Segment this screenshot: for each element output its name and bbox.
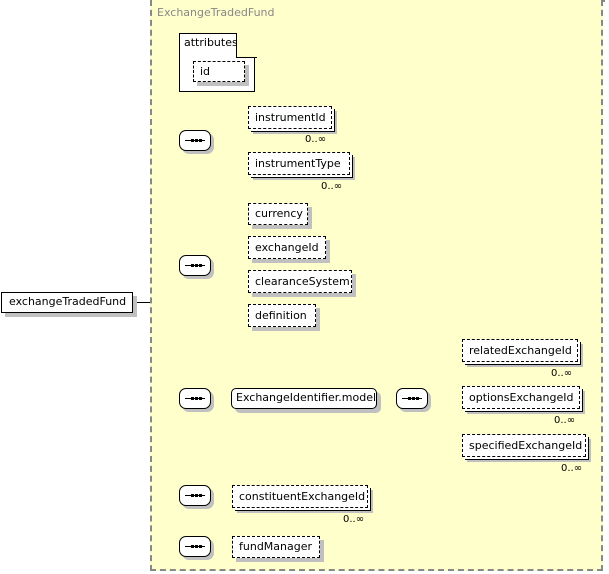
element-optionsExchangeId[interactable]: optionsExchangeId [462, 386, 580, 409]
element-label: constituentExchangeId [239, 490, 366, 503]
sequence-compositor-3[interactable] [179, 388, 211, 409]
sequence-icon [185, 139, 205, 142]
sequence-icon [185, 397, 205, 400]
type-name: ExchangeTradedFund [157, 6, 275, 19]
sequence-dot [199, 139, 202, 142]
cardinality-label: 0..∞ [321, 181, 343, 192]
model-group-ExchangeIdentifier[interactable]: ExchangeIdentifier.model [231, 388, 377, 409]
sequence-dot [195, 264, 198, 267]
attributes-box[interactable]: attributes id [179, 33, 257, 92]
sequence-compositor-1[interactable] [179, 130, 211, 151]
element-label: definition [255, 309, 307, 322]
sequence-dot [191, 264, 194, 267]
root-element-label: exchangeTradedFund [9, 295, 127, 308]
type-container [150, 0, 603, 571]
sequence-compositor-2[interactable] [179, 255, 211, 276]
element-fundManager[interactable]: fundManager [232, 536, 320, 558]
element-clearanceSystem[interactable]: clearanceSystem [248, 270, 352, 293]
sequence-dot [408, 397, 411, 400]
cardinality-label: 0..∞ [551, 368, 573, 379]
element-relatedExchangeId[interactable]: relatedExchangeId [462, 339, 578, 362]
sequence-compositor-model[interactable] [396, 388, 428, 409]
sequence-dot [191, 494, 194, 497]
element-label: optionsExchangeId [469, 391, 574, 404]
element-label: specifiedExchangeId [469, 439, 583, 452]
element-currency[interactable]: currency [248, 203, 308, 225]
sequence-compositor-5[interactable] [179, 536, 211, 557]
sequence-dot [199, 397, 202, 400]
element-instrumentType[interactable]: instrumentType [248, 152, 350, 175]
element-label: instrumentType [255, 157, 341, 170]
sequence-dot [195, 494, 198, 497]
sequence-dot [412, 397, 415, 400]
sequence-dot [191, 545, 194, 548]
element-instrumentId[interactable]: instrumentId [248, 106, 332, 129]
sequence-dot [195, 397, 198, 400]
element-label: exchangeId [255, 241, 319, 254]
model-group-label: ExchangeIdentifier.model [236, 391, 377, 404]
sequence-icon [185, 494, 205, 497]
cardinality-label: 0..∞ [305, 134, 327, 145]
attribute-id[interactable]: id [193, 61, 245, 82]
cardinality-label: 0..∞ [343, 514, 365, 525]
sequence-dot [191, 397, 194, 400]
cardinality-label: 0..∞ [561, 463, 583, 474]
element-label: clearanceSystem [255, 275, 350, 288]
cardinality-label: 0..∞ [554, 415, 576, 426]
sequence-dot [195, 139, 198, 142]
sequence-dot [191, 139, 194, 142]
element-label: instrumentId [255, 111, 326, 124]
sequence-dot [199, 264, 202, 267]
element-constituentExchangeId[interactable]: constituentExchangeId [232, 485, 368, 508]
attributes-notch [236, 33, 257, 58]
element-definition[interactable]: definition [248, 304, 316, 327]
element-label: relatedExchangeId [469, 344, 572, 357]
attributes-label: attributes [184, 36, 238, 49]
sequence-dot [199, 494, 202, 497]
sequence-dot [195, 545, 198, 548]
element-label: fundManager [239, 540, 313, 553]
sequence-icon [185, 545, 205, 548]
root-element-exchangeTradedFund[interactable]: exchangeTradedFund [1, 292, 133, 313]
element-label: currency [255, 207, 303, 220]
sequence-compositor-4[interactable] [179, 485, 211, 506]
sequence-dot [416, 397, 419, 400]
sequence-icon [402, 397, 422, 400]
sequence-dot [199, 545, 202, 548]
element-specifiedExchangeId[interactable]: specifiedExchangeId [462, 434, 586, 457]
attribute-id-label: id [200, 65, 211, 78]
sequence-icon [185, 264, 205, 267]
element-exchangeId[interactable]: exchangeId [248, 236, 326, 259]
